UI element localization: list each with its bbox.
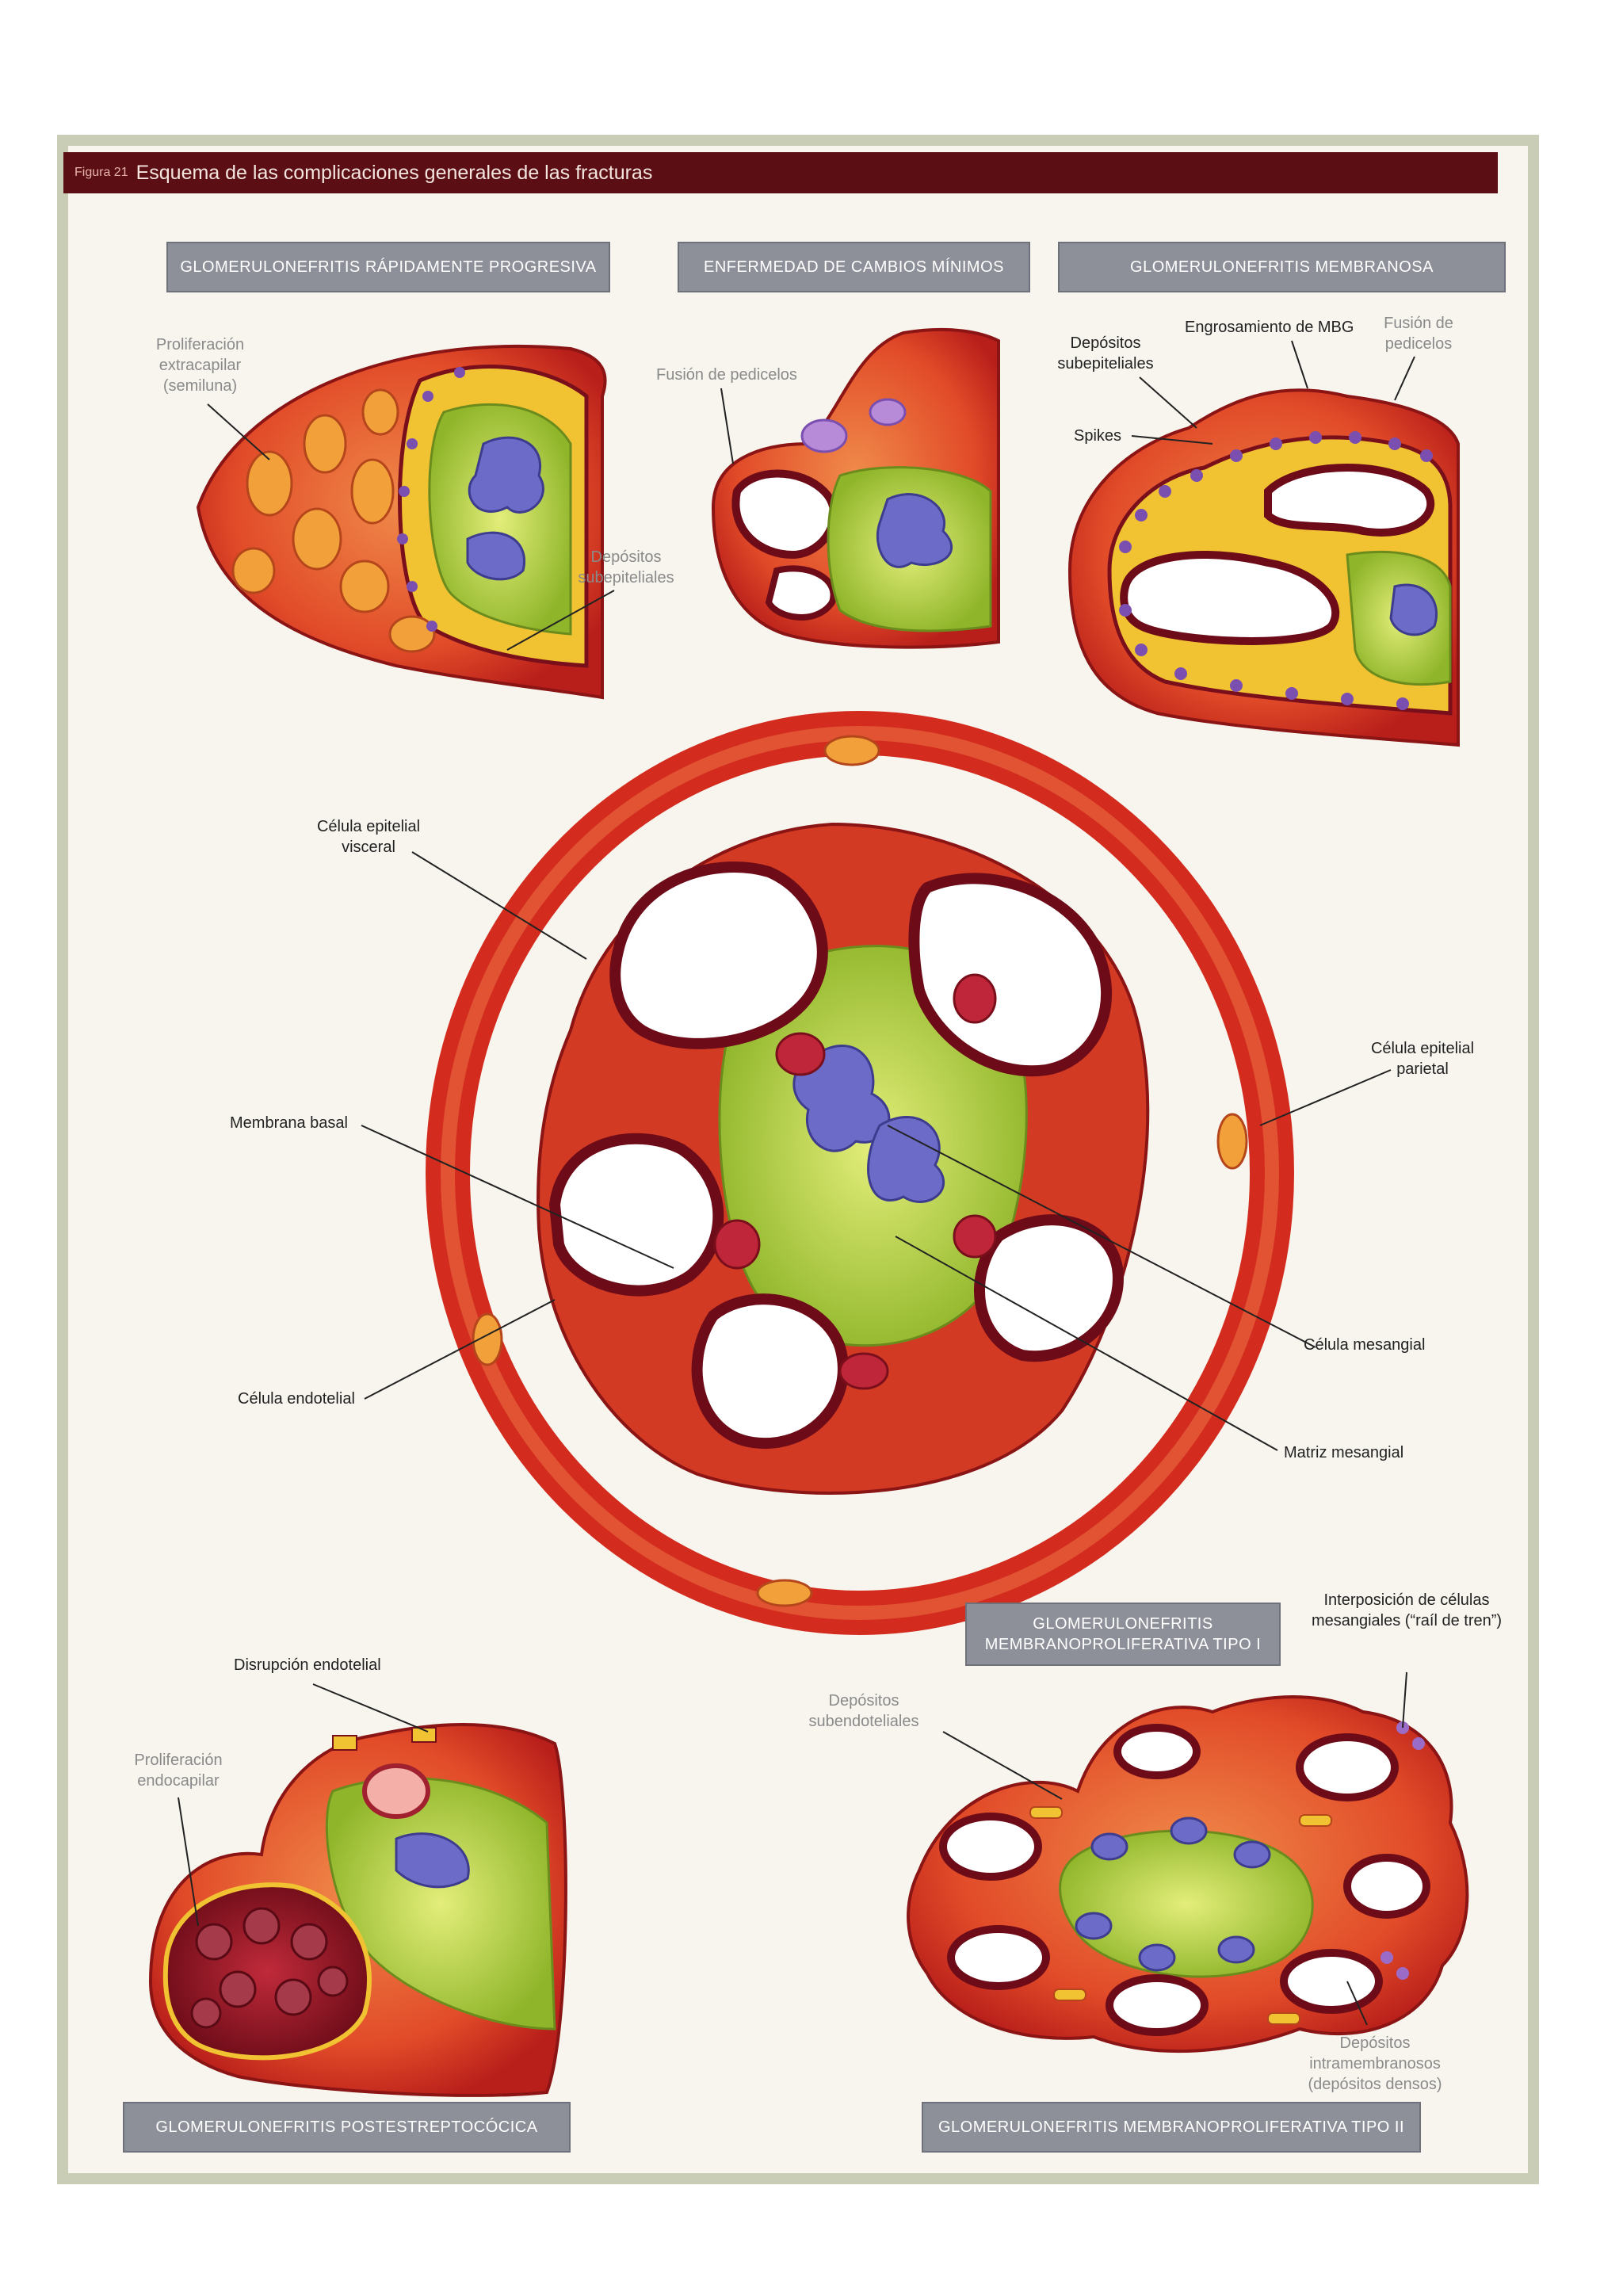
panel-title-minimal-change: ENFERMEDAD DE CAMBIOS MÍNIMOS [678,242,1030,292]
label-parietal-cell: Célula epitelial parietal [1370,1040,1475,1078]
label-mbg-thickening: Engrosamiento de MBG [1185,319,1354,336]
mpgn-illustration [907,1695,1469,2053]
label-endothelial-cell: Célula endotelial [238,1390,355,1408]
label-rpgn-deposits: Depósitos subepiteliales [578,548,674,586]
label-basement-membrane: Membrana basal [230,1114,348,1132]
figure-title-bar: Figura 21 Esquema de las complicaciones … [63,152,1498,193]
panel-title-membranous: GLOMERULONEFRITIS MEMBRANOSA [1058,242,1506,292]
panel-title-mpgn-1: GLOMERULONEFRITIS MEMBRANOPROLIFERATIVA … [965,1603,1281,1666]
membranous-illustration [1067,388,1460,747]
normal-glomerulus-illustration [426,711,1294,1635]
panel-title-rpgn: GLOMERULONEFRITIS RÁPIDAMENTE PROGRESIVA [166,242,610,292]
figure-title: Esquema de las complicaciones generales … [136,161,653,184]
label-mesangial-matrix: Matriz mesangial [1284,1444,1404,1461]
panel-title-poststrep: GLOMERULONEFRITIS POSTESTREPTOCÓCICA [123,2102,571,2153]
panel-title-mpgn-2: GLOMERULONEFRITIS MEMBRANOPROLIFERATIVA … [922,2102,1421,2153]
rpgn-illustration [196,345,607,700]
label-subendothelial-deposits: Depósitos subendoteliales [808,1692,919,1730]
leader-lines [178,340,1415,2026]
label-minimal-fusion: Fusión de pedicelos [656,366,797,384]
label-endocapillary-proliferation: Proliferación endocapilar [134,1752,223,1790]
figure-number: Figura 21 [74,166,128,179]
label-membranous-deposits: Depósitos subepiteliales [1057,334,1154,372]
label-membranous-fusion: Fusión de pedicelos [1384,315,1453,353]
label-endothelial-disruption: Disrupción endotelial [234,1656,381,1674]
label-spikes: Spikes [1074,427,1122,445]
label-crescent: Proliferación extracapilar (semiluna) [155,336,245,395]
label-intramembranous-deposits: Depósitos intramembranosos (depósitos de… [1308,2034,1442,2093]
minimal-change-illustration [711,327,1000,649]
label-mesangial-cell: Célula mesangial [1304,1336,1426,1354]
label-visceral-cell: Célula epitelial visceral [316,818,421,856]
poststrep-illustration [148,1723,567,2097]
label-mesangial-interposition: Interposición de células mesangiales (“r… [1311,1591,1503,1629]
